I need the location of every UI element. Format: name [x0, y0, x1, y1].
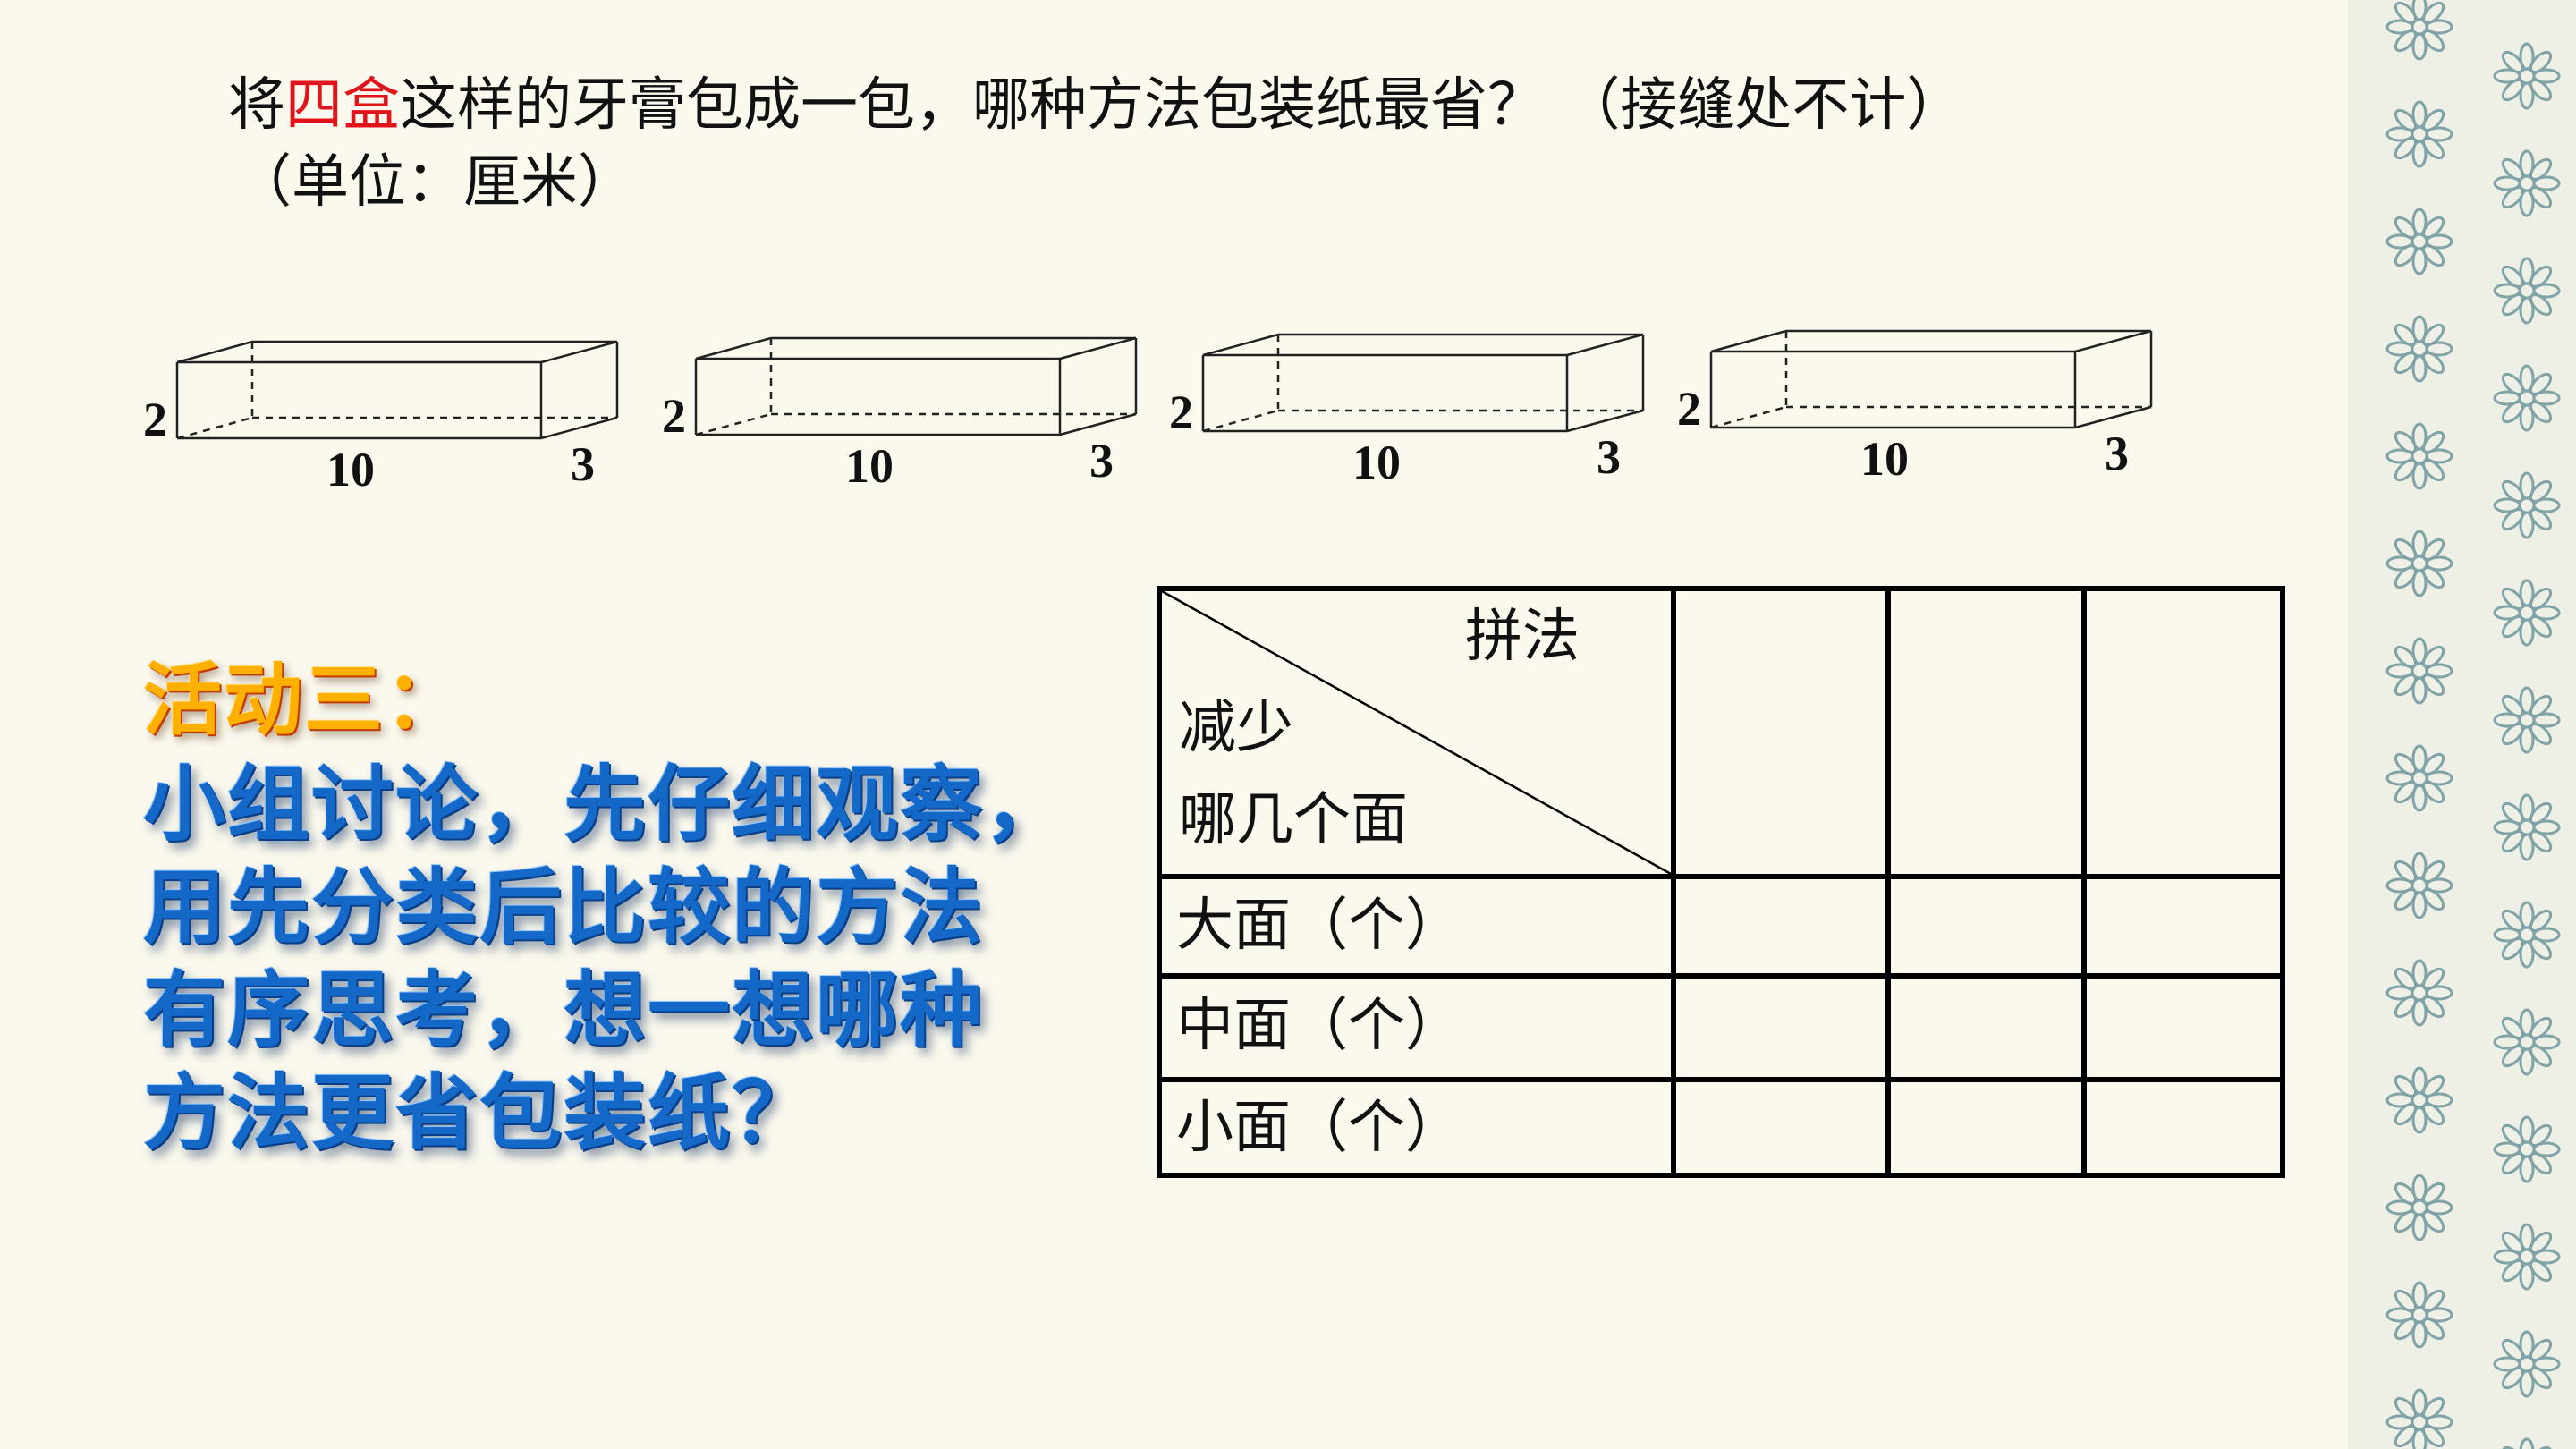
floral-border-decoration [2348, 0, 2576, 1449]
row-label-large-face: 大面（个） [1176, 893, 1462, 959]
activity-text-line-4: 方法更省包装纸？ [143, 1065, 817, 1161]
cuboid-diagram-4: 2 10 3 [1677, 320, 2160, 526]
height-label: 2 [143, 393, 167, 446]
height-label: 2 [662, 389, 686, 443]
length-label: 10 [326, 443, 375, 496]
cuboid-drawing [1709, 329, 2153, 429]
activity-text-line-3: 有序思考，想一想哪种 [143, 962, 985, 1058]
question-line-1: 将四盒这样的牙膏包成一包，哪种方法包装纸最省？ （接缝处不计） [228, 77, 1963, 134]
width-label: 3 [2105, 427, 2129, 480]
width-label: 3 [1597, 430, 1621, 484]
cuboid-drawing [175, 340, 619, 440]
table-grid-lines [1157, 586, 2285, 1178]
cuboid-diagram-2: 2 10 3 [662, 327, 1145, 533]
cuboid-diagram-1: 2 10 3 [143, 331, 626, 537]
activity-title: 活动三： [143, 654, 466, 746]
cuboid-drawing [694, 336, 1138, 436]
header-diagonal-line [1161, 589, 1672, 876]
header-method-label: 拼法 [1465, 604, 1580, 670]
width-label: 3 [1089, 434, 1114, 487]
cuboid-diagram-3: 2 10 3 [1169, 324, 1652, 530]
width-label: 3 [571, 437, 595, 491]
question-highlight: 四盒 [285, 72, 400, 139]
activity-text-line-1: 小组讨论，先仔细观察， [143, 757, 1069, 852]
cuboid-drawing [1201, 333, 1645, 433]
height-label: 2 [1677, 382, 1701, 436]
question-prefix: 将 [228, 72, 285, 139]
header-reduce-label: 减少 [1179, 695, 1293, 761]
activity-text-line-2: 用先分类后比较的方法 [143, 860, 985, 955]
question-suffix: 这样的牙膏包成一包，哪种方法包装纸最省？ （接缝处不计） [400, 72, 1964, 139]
header-faces-label: 哪几个面 [1179, 787, 1408, 853]
length-label: 10 [1352, 436, 1401, 489]
question-unit-line: （单位：厘米） [234, 149, 635, 216]
height-label: 2 [1169, 386, 1193, 439]
comparison-table: 拼法 减少 哪几个面 大面（个） 中面（个） 小面（个） [1157, 586, 2285, 1178]
length-label: 10 [1860, 432, 1909, 486]
length-label: 10 [845, 439, 894, 493]
row-label-middle-face: 中面（个） [1176, 993, 1462, 1059]
row-label-small-face: 小面（个） [1176, 1095, 1462, 1161]
